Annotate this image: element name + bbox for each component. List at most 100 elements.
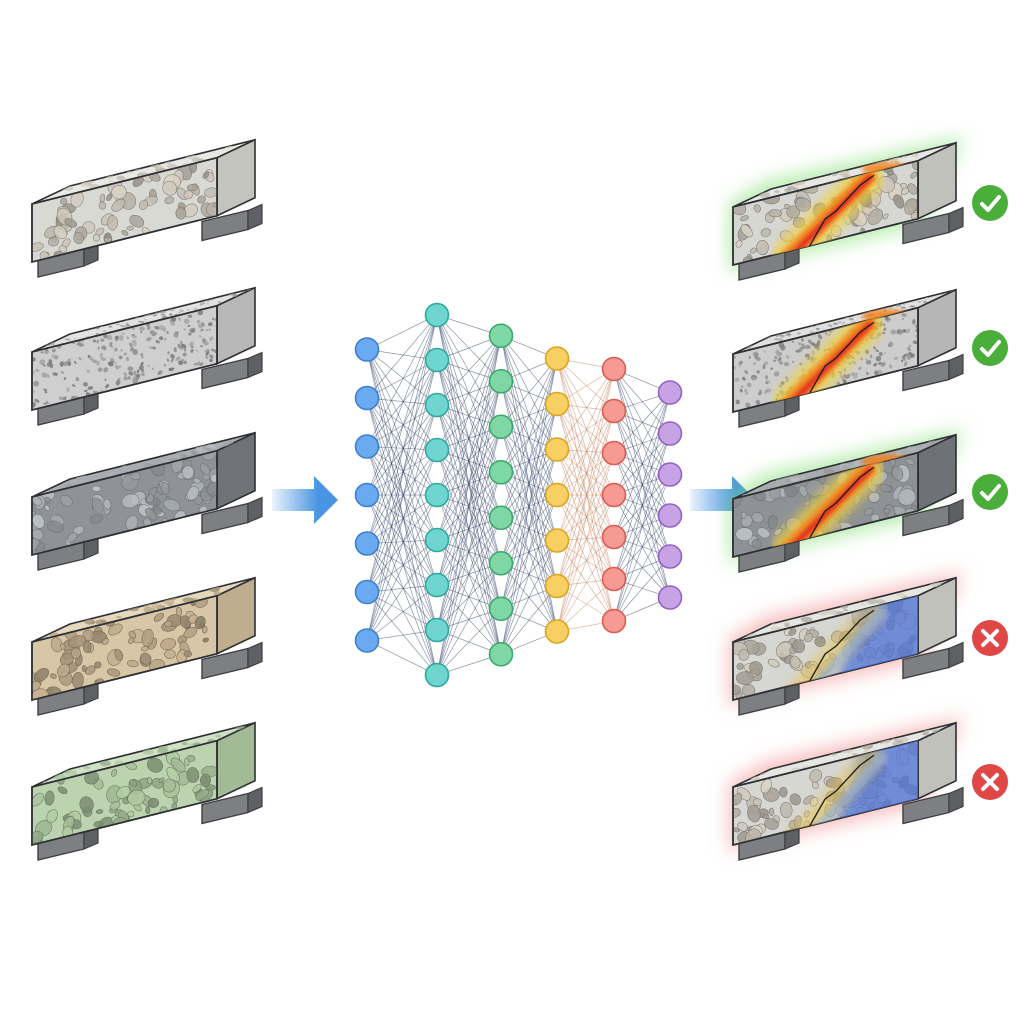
edge-l1-1-4: [366, 349, 438, 451]
edge-l5-3-1: [613, 392, 671, 454]
edge-l5-7-5: [613, 556, 671, 622]
neuron-l5-3: [601, 440, 627, 466]
check-mark-1: [980, 195, 1001, 212]
edge-l2-4-1: [436, 335, 502, 451]
check-mark-2: [980, 340, 1001, 357]
edge-l1-4-2: [366, 359, 438, 496]
input-arrow: [272, 476, 338, 524]
edge-l3-8-3: [500, 449, 558, 655]
edge-l1-1-9: [366, 349, 438, 676]
edge-l4-5-2: [556, 410, 615, 541]
edge-l2-9-7: [436, 608, 502, 676]
neuron-l1-6: [354, 579, 380, 605]
edge-l1-5-9: [366, 543, 438, 676]
neuron-l1-5: [354, 531, 380, 556]
neuron-l2-7: [424, 572, 450, 598]
neuron-l6-6: [657, 585, 683, 610]
input-beam-2-outline: [31, 304, 218, 412]
edge-l1-6-8: [366, 591, 438, 631]
edge-l4-5-3: [556, 452, 615, 541]
neuron-l5-6: [601, 566, 627, 592]
prediction-2: [732, 288, 964, 428]
edge-l4-7-3: [556, 452, 615, 632]
input-beam-green: [31, 721, 263, 861]
edge-l1-2-2: [366, 359, 438, 399]
edge-l2-9-5: [436, 517, 502, 676]
edge-l2-5-1: [436, 335, 502, 496]
edge-l4-1-2: [556, 358, 615, 412]
edge-l4-3-1: [556, 368, 615, 450]
edge-l4-1-4: [556, 358, 615, 496]
prediction-2-beam-support-right: [902, 353, 964, 392]
edge-l5-6-1: [613, 392, 671, 580]
neuron-l5-2: [601, 398, 627, 424]
edge-l4-3-7: [556, 449, 615, 622]
input-beam-4-support-right-end: [247, 641, 263, 669]
x-mark-b-5: [981, 773, 999, 791]
input-beam-4-outline: [31, 594, 218, 702]
neuron-l3-7: [488, 596, 514, 622]
prediction-3-beam-support-right: [902, 498, 964, 537]
edge-l5-5-1: [613, 392, 671, 538]
input-beam-fine-gray: [31, 286, 263, 426]
edge-l1-4-9: [366, 494, 438, 676]
prediction-1-heat-red: [787, 174, 873, 260]
input-beam-3-outline: [31, 449, 218, 557]
edge-l4-1-5: [556, 358, 615, 538]
neuron-l2-5: [424, 482, 450, 508]
neuron-l4-3: [544, 437, 570, 462]
edge-l4-6-4: [556, 494, 615, 587]
network-layer-1: [354, 337, 380, 653]
edge-l1-3-9: [366, 446, 438, 676]
prediction-3-heat-red: [787, 466, 873, 552]
edge-l1-2-7: [366, 397, 438, 586]
edge-l1-3-7: [366, 446, 438, 586]
prediction-3-beam-support-right-end: [948, 498, 964, 526]
edge-l5-3-4: [613, 452, 671, 516]
edge-l1-3-3: [366, 404, 438, 447]
prediction-1-beam-support-right-end: [948, 206, 964, 234]
edge-l1-3-8: [366, 446, 438, 631]
x-mark-b-4: [981, 629, 999, 647]
edge-l4-4-6: [556, 494, 615, 580]
edge-l1-4-8: [366, 494, 438, 631]
input-beam-5-support-right: [201, 786, 263, 825]
neuron-l3-4: [488, 459, 514, 485]
prediction-1-beam-outline: [732, 159, 919, 267]
edge-l4-1-3: [556, 358, 615, 454]
check-badge-3: [972, 474, 1008, 510]
edge-l5-3-5: [613, 452, 671, 557]
neuron-l2-6: [424, 527, 450, 553]
edge-l4-2-5: [556, 403, 615, 538]
edge-l1-7-1: [366, 314, 438, 641]
edge-l3-5-1: [500, 358, 558, 518]
edge-l4-3-6: [556, 449, 615, 580]
edge-l3-8-5: [500, 540, 558, 655]
neuron-l2-1: [424, 302, 450, 328]
prediction-2-heat-red: [787, 321, 873, 407]
edge-l1-4-7: [366, 494, 438, 586]
neuron-l3-1: [488, 323, 514, 349]
input-beam-3-support-right-end: [247, 496, 263, 524]
input-beam-2-support-right: [201, 351, 263, 390]
neuron-l2-8: [424, 617, 450, 643]
neuron-l2-2: [424, 347, 450, 373]
check-icon: [972, 330, 1008, 366]
edge-l1-2-5: [366, 397, 438, 496]
edge-l1-4-4: [366, 449, 438, 496]
network-layer-5: [601, 356, 627, 634]
edge-l1-5-7: [366, 543, 438, 586]
diagram-content: [31, 136, 1008, 861]
edge-l1-3-6: [366, 446, 438, 541]
prediction-4-beam-support-right: [902, 641, 964, 680]
neuron-l1-4: [354, 482, 380, 508]
edge-l1-3-2: [366, 359, 438, 447]
neuron-l1-3: [354, 434, 380, 459]
edge-l5-7-2: [613, 433, 671, 622]
edge-l1-7-9: [366, 640, 438, 676]
edge-l1-7-6: [366, 539, 438, 641]
neuron-l4-4: [544, 482, 570, 508]
edge-l1-3-5: [366, 446, 438, 496]
edge-l4-2-4: [556, 403, 615, 496]
